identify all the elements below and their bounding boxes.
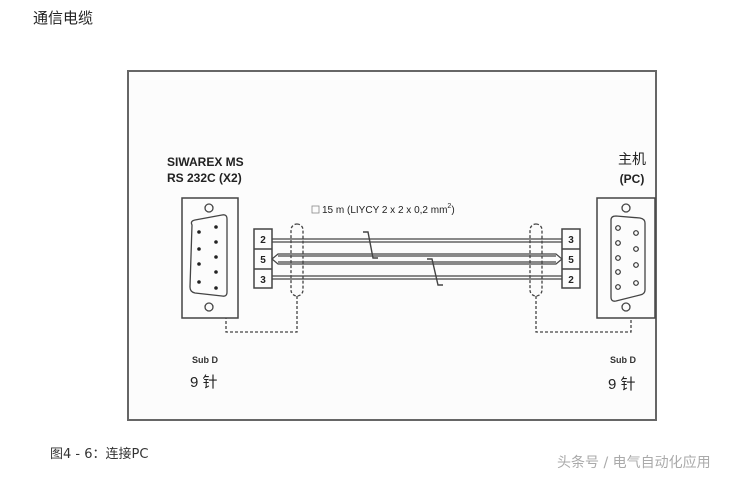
right-pin-count: 9 针	[608, 376, 636, 393]
watermark: 头条号 / 电气自动化应用	[557, 455, 711, 471]
right-db9-connector	[596, 197, 656, 319]
left-device-port: RS 232C (X2)	[167, 171, 242, 185]
cable-label: 15 m (LIYCY 2 x 2 x 0,2 mm2)	[322, 203, 455, 216]
cable-label-box-icon	[311, 205, 320, 214]
left-connector-type: Sub D	[192, 355, 218, 365]
figure-caption: 图4 - 6：连接PC	[50, 447, 149, 462]
left-terminal-label: 2	[260, 235, 266, 246]
cable-shield	[225, 223, 632, 333]
left-pin-count: 9 针	[190, 374, 218, 391]
right-device-name: 主机	[618, 151, 646, 167]
left-device-name: SIWAREX MS	[167, 155, 244, 169]
right-terminal-block: 3 5 2	[561, 228, 581, 289]
left-db9-connector	[181, 197, 239, 319]
right-terminal-label: 2	[568, 275, 574, 286]
page-title: 通信电缆	[33, 9, 94, 27]
right-terminal-label: 5	[568, 255, 574, 266]
left-terminal-block: 2 5 3	[253, 228, 273, 289]
left-terminal-label: 3	[260, 275, 266, 286]
cable-wires	[271, 231, 563, 286]
right-terminal-label: 3	[568, 235, 574, 246]
right-device-port: (PC)	[620, 172, 645, 186]
right-connector-type: Sub D	[610, 355, 636, 365]
left-terminal-label: 5	[260, 255, 266, 266]
